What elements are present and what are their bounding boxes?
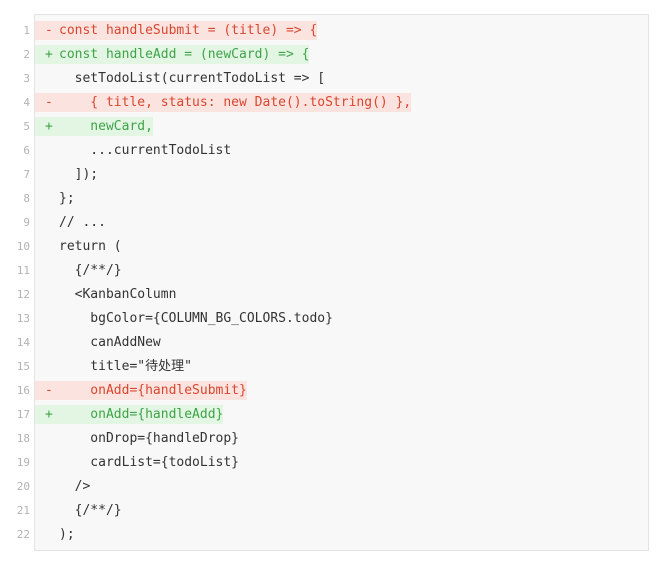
line-number: 5 <box>23 120 30 133</box>
line-number: 3 <box>23 72 30 85</box>
diff-marker: + <box>45 47 53 62</box>
diff-marker: + <box>45 119 53 134</box>
context-line: cardList={todoList} <box>35 451 648 475</box>
line-number: 17 <box>16 408 30 421</box>
code-text: canAddNew <box>59 335 161 350</box>
line-number: 14 <box>16 336 30 349</box>
added-line: + const handleAdd = (newCard) => { <box>35 43 648 67</box>
code-diff-block[interactable]: -const handleSubmit = (title) => {+const… <box>34 14 649 551</box>
line-number: 13 <box>16 312 30 325</box>
code-text: ...currentTodoList <box>59 143 232 158</box>
context-line: ...currentTodoList <box>35 139 648 163</box>
code-text: const handleSubmit = (title) => { <box>59 23 318 38</box>
context-line: <KanbanColumn <box>35 283 648 307</box>
deleted-line: - { title, status: new Date().toString()… <box>35 91 648 115</box>
line-number: 8 <box>23 192 30 205</box>
code-lines: -const handleSubmit = (title) => {+const… <box>35 19 648 547</box>
line-number: 10 <box>16 240 30 253</box>
code-text: title="待处理" <box>59 359 192 374</box>
code-text: newCard, <box>59 119 153 134</box>
line-number: 4 <box>23 96 30 109</box>
context-line: setTodoList(currentTodoList => [ <box>35 67 648 91</box>
line-number: 19 <box>16 456 30 469</box>
context-line: ); <box>35 523 648 547</box>
code-text: {/**/} <box>59 263 122 278</box>
diff-marker: - <box>45 23 53 38</box>
context-line: title="待处理" <box>35 355 648 379</box>
context-line: /> <box>35 475 648 499</box>
line-number: 6 <box>23 144 30 157</box>
line-number: 1 <box>23 24 30 37</box>
code-text: const handleAdd = (newCard) => { <box>59 47 310 62</box>
diff-marker: - <box>45 383 53 398</box>
line-number: 11 <box>16 264 30 277</box>
line-number: 21 <box>16 504 30 517</box>
code-text: onAdd={handleSubmit} <box>59 383 247 398</box>
code-text: onAdd={handleAdd} <box>59 407 224 422</box>
context-line: // ... <box>35 211 648 235</box>
code-text: // ... <box>59 215 106 230</box>
line-number: 7 <box>23 168 30 181</box>
added-line: + onAdd={handleAdd} <box>35 403 648 427</box>
code-text: ]); <box>59 167 99 182</box>
line-number: 16 <box>16 384 30 397</box>
code-text: onDrop={handleDrop} <box>59 431 240 446</box>
code-text: return ( <box>59 239 122 254</box>
deleted-line: - onAdd={handleSubmit} <box>35 379 648 403</box>
line-number: 20 <box>16 480 30 493</box>
line-number: 15 <box>16 360 30 373</box>
context-line: canAddNew <box>35 331 648 355</box>
code-text: cardList={todoList} <box>59 455 240 470</box>
context-line: ]); <box>35 163 648 187</box>
added-line: + newCard, <box>35 115 648 139</box>
deleted-line: -const handleSubmit = (title) => { <box>35 19 648 43</box>
code-text: setTodoList(currentTodoList => [ <box>59 71 326 86</box>
code-text: }; <box>59 191 75 206</box>
context-line: {/**/} <box>35 259 648 283</box>
line-number: 12 <box>16 288 30 301</box>
code-text: /> <box>59 479 91 494</box>
line-number: 2 <box>23 48 30 61</box>
line-number: 18 <box>16 432 30 445</box>
context-line: }; <box>35 187 648 211</box>
code-text: bgColor={COLUMN_BG_COLORS.todo} <box>59 311 333 326</box>
code-text: {/**/} <box>59 503 122 518</box>
diff-marker: + <box>45 407 53 422</box>
line-number: 9 <box>23 216 30 229</box>
diff-marker: - <box>45 95 53 110</box>
code-text: <KanbanColumn <box>59 287 177 302</box>
line-number: 22 <box>16 528 30 541</box>
code-text: ); <box>59 527 75 542</box>
context-line: onDrop={handleDrop} <box>35 427 648 451</box>
context-line: bgColor={COLUMN_BG_COLORS.todo} <box>35 307 648 331</box>
code-text: { title, status: new Date().toString() }… <box>59 95 412 110</box>
context-line: return ( <box>35 235 648 259</box>
context-line: {/**/} <box>35 499 648 523</box>
